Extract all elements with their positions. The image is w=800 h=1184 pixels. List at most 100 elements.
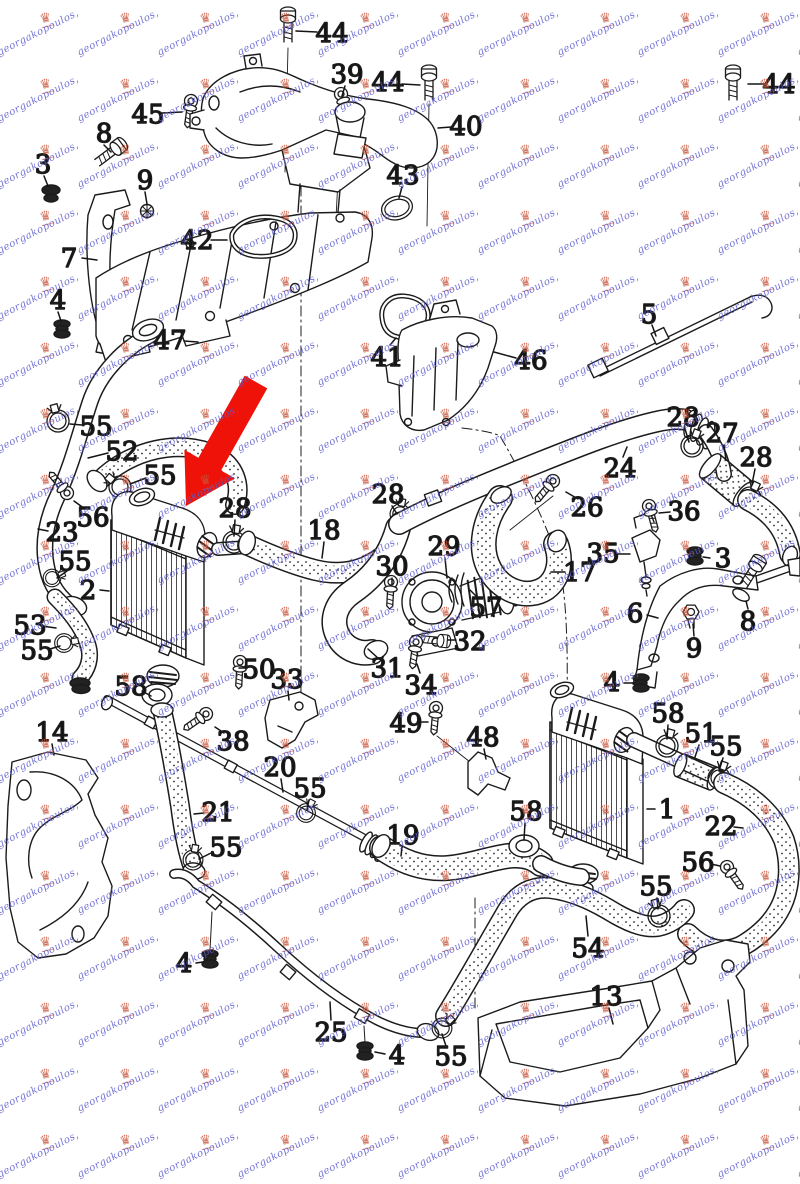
label-leader-line (69, 423, 83, 426)
label-leader-line (389, 337, 397, 346)
part-number: 6 (627, 599, 644, 629)
label-leader-line (416, 663, 421, 674)
intercooler-2 (110, 487, 218, 688)
label-leader-line (280, 778, 284, 793)
part-number: 19 (386, 821, 419, 851)
part-number: 2 (80, 576, 97, 606)
label-leader-line (81, 257, 98, 261)
label-leader-line (444, 557, 448, 579)
label-leader-line (87, 452, 109, 459)
grommet-4 (201, 949, 219, 969)
screw-49 (426, 700, 444, 737)
part-number: 28 (371, 480, 404, 510)
cable-tie-5 (587, 294, 773, 379)
label-leader-line (193, 812, 205, 815)
label-leader-line (141, 690, 152, 697)
label-leader-line (306, 799, 310, 811)
sensor-35 (631, 511, 661, 597)
part-number: 55 (293, 774, 326, 804)
label-leader-line (57, 311, 62, 322)
part-number: 38 (216, 727, 249, 757)
part-number: 52 (105, 437, 138, 467)
part-number: 53 (13, 611, 46, 641)
label-leader-line (329, 1001, 332, 1021)
label-leader-line (214, 726, 225, 734)
screw-56 (717, 857, 749, 894)
label-leader-line (469, 589, 479, 599)
part-number: 55 (143, 461, 176, 491)
part-number: 39 (330, 60, 363, 90)
part-number: 20 (263, 753, 296, 783)
label-leader-line (103, 144, 112, 153)
hose-53 (46, 588, 99, 695)
bracket-33 (264, 691, 319, 749)
label-leader-line (51, 743, 55, 756)
label-leader-line (43, 175, 49, 187)
part-number: 36 (667, 497, 700, 527)
label-leader-line (41, 625, 57, 629)
screw-38 (179, 704, 216, 736)
nut-9-flange (687, 619, 695, 629)
part-number: 8 (740, 607, 757, 637)
part-number: 55 (79, 412, 112, 442)
label-leader-line (733, 826, 744, 829)
highlight-arrow (184, 375, 268, 506)
pipe-20 (100, 695, 390, 863)
clamp-55 (42, 401, 73, 436)
label-leader-line (198, 851, 214, 860)
label-leader-line (321, 541, 325, 559)
part-number: 41 (370, 343, 403, 373)
part-number: 55 (58, 547, 91, 577)
label-leader-line (483, 748, 487, 760)
part-number: 4 (50, 286, 67, 316)
part-number: 4 (389, 1041, 406, 1071)
label-leader-line (656, 897, 659, 910)
label-leader-line (49, 645, 61, 650)
bracket-6 (632, 557, 800, 689)
label-leader-line (401, 83, 421, 86)
part-number: 17 (563, 558, 596, 588)
part-number: 58 (651, 699, 684, 729)
part-number: 27 (705, 419, 738, 449)
part-number: 42 (180, 226, 213, 256)
coupler-51 (673, 753, 721, 791)
label-leader-line (702, 556, 711, 559)
label-leader-line (441, 1033, 447, 1047)
part-number: 55 (209, 833, 242, 863)
part-number: 25 (314, 1018, 347, 1048)
cap-nut-3 (686, 546, 704, 566)
part-number: 58 (114, 672, 147, 702)
label-leader-line (341, 85, 346, 97)
nut-9 (682, 604, 700, 620)
part-number: 21 (201, 798, 234, 828)
part-number: 9 (137, 166, 154, 196)
part-number: 23 (45, 518, 78, 548)
part-number: 3 (35, 150, 52, 180)
part-number: 18 (307, 516, 340, 546)
label-leader-line (684, 428, 690, 443)
part-number: 7 (61, 244, 78, 274)
label-leader-line (437, 126, 452, 129)
gasket-42 (229, 214, 298, 259)
label-leader-line (391, 505, 398, 515)
grommet-4 (356, 1041, 374, 1061)
part-number: 45 (131, 100, 164, 130)
part-number: 55 (20, 636, 53, 666)
hose-17 (470, 485, 572, 607)
part-number: 3 (715, 544, 732, 574)
splash-shield-14 (5, 751, 113, 959)
label-leader-line (287, 690, 290, 701)
intercooler-1 (549, 681, 644, 895)
label-leader-line (723, 444, 727, 461)
clip-9 (139, 203, 155, 219)
label-leader-line (161, 111, 183, 114)
bolt-44 (420, 64, 438, 101)
elbow-pipe-31 (321, 515, 411, 666)
label-leader-line (694, 744, 700, 758)
y-bracket-48 (467, 751, 511, 796)
gasket-41 (379, 293, 431, 341)
part-number: 40 (449, 112, 482, 142)
air-duct-40 (189, 53, 438, 169)
part-number: 13 (589, 982, 622, 1012)
